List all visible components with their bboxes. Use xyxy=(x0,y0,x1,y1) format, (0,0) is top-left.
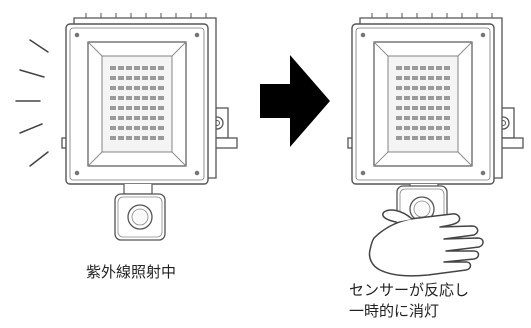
left-motion-sensor-icon xyxy=(114,193,166,241)
left-caption: 紫外線照射中 xyxy=(86,263,177,281)
left-floodlight-icon xyxy=(61,12,238,195)
hand-icon xyxy=(368,209,484,277)
right-floodlight-icon xyxy=(347,12,524,195)
right-caption-line-2: 一時的に消灯 xyxy=(349,302,440,320)
right-arrow-icon xyxy=(260,55,330,147)
right-caption: センサーが反応し 一時的に消灯 xyxy=(349,280,469,322)
radiating-lines-icon xyxy=(15,39,49,167)
right-caption-line-1: センサーが反応し xyxy=(349,281,470,299)
